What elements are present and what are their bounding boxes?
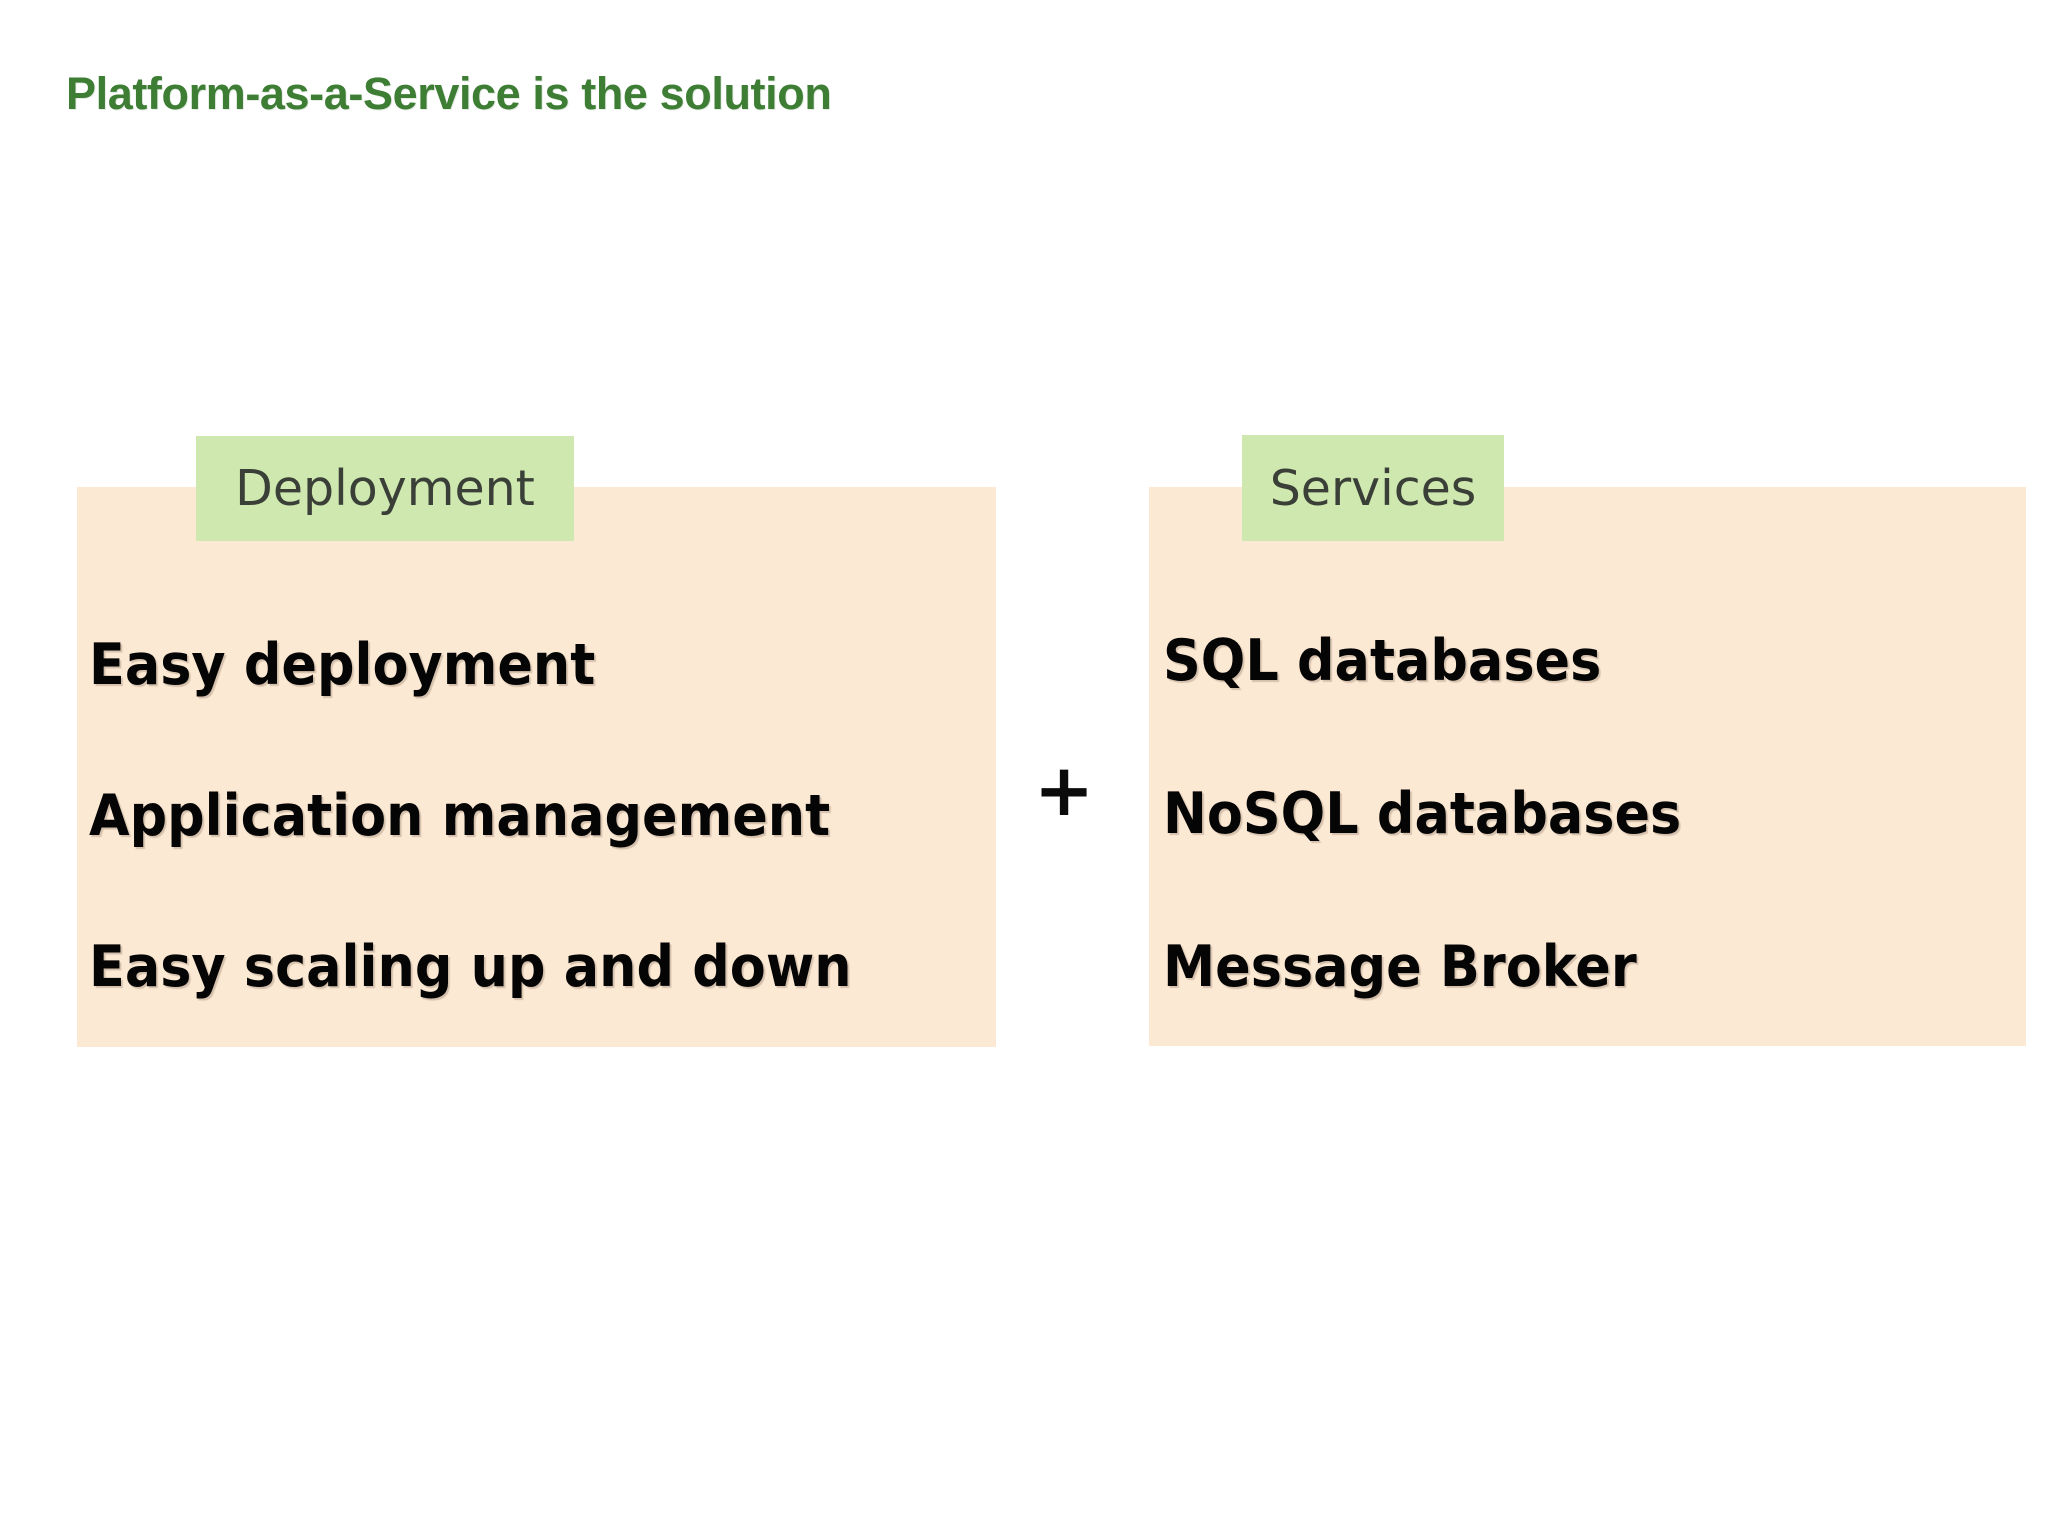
services-heading-label: Services	[1269, 459, 1477, 517]
plus-sign-icon: +	[1033, 748, 1095, 832]
deployment-panel	[77, 487, 996, 1047]
list-item: Message Broker	[1163, 934, 1637, 1000]
deployment-item-list: Easy deployment Application management E…	[89, 637, 989, 996]
list-item: Application management	[89, 783, 831, 849]
services-panel	[1149, 487, 2026, 1046]
list-item: Easy deployment	[89, 632, 596, 698]
services-item-list: SQL databases NoSQL databases Message Br…	[1163, 633, 2023, 996]
page-title: Platform-as-a-Service is the solution	[66, 68, 832, 120]
services-heading-chip: Services	[1242, 435, 1504, 541]
list-item: Easy scaling up and down	[89, 934, 852, 1000]
list-item: NoSQL databases	[1163, 781, 1682, 847]
list-item: SQL databases	[1163, 628, 1602, 694]
deployment-heading-chip: Deployment	[196, 436, 574, 541]
deployment-heading-label: Deployment	[235, 460, 535, 517]
